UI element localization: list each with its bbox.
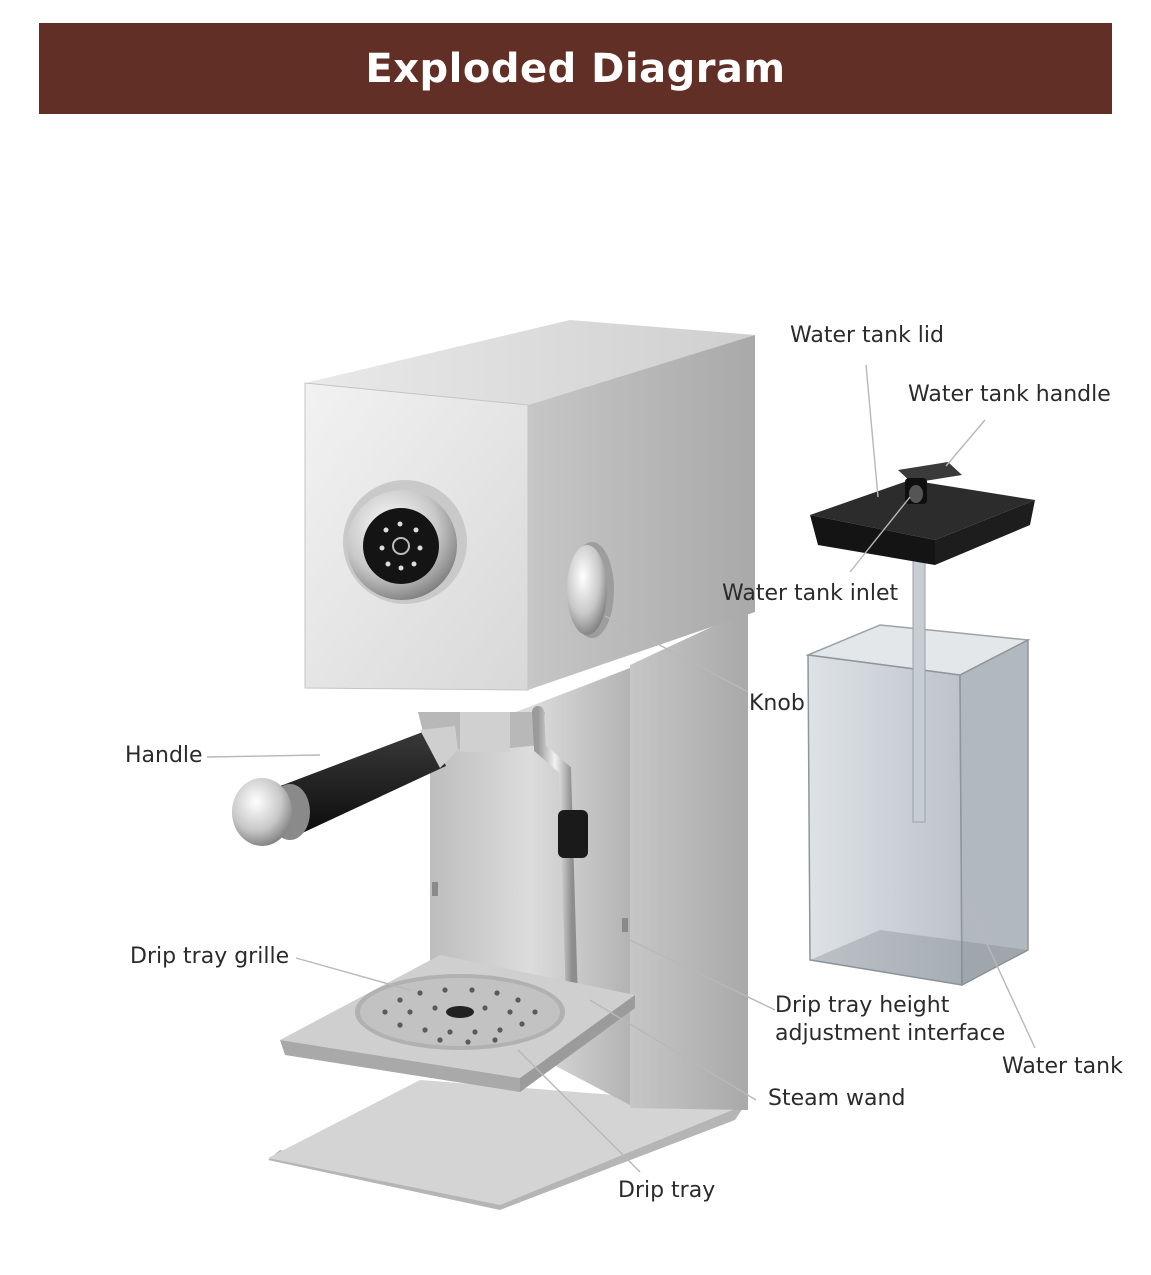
housing-top	[305, 320, 755, 405]
label-handle: Handle	[125, 743, 203, 768]
espresso-machine	[232, 320, 755, 1210]
label-drip-tray: Drip tray	[618, 1178, 716, 1203]
water-tank-lid-handle	[898, 462, 962, 483]
leader-steam-wand	[589, 999, 757, 1101]
leader-lines	[206, 364, 1036, 1173]
water-tank-assembly	[805, 462, 1035, 987]
leader-water-tank	[967, 902, 1036, 1049]
leader-water-tank-handle	[945, 419, 986, 467]
water-tank-lid-side	[935, 500, 1035, 565]
header-banner: Exploded Diagram	[39, 23, 1112, 114]
label-drip-tray-height: Drip tray height adjustment interface	[775, 992, 1035, 1048]
label-water-tank-handle: Water tank handle	[908, 382, 1111, 407]
water-tank-side	[959, 638, 1029, 987]
height-slot	[432, 882, 438, 896]
label-drip-tray-height-line2: adjustment interface	[775, 1021, 1006, 1046]
water-tank-lid-top	[810, 480, 1035, 540]
leader-water-tank-inlet	[849, 496, 911, 573]
label-water-tank: Water tank	[1002, 1054, 1123, 1079]
base-plate-top	[268, 1080, 745, 1205]
leader-handle	[206, 754, 321, 758]
back-column	[630, 610, 748, 1110]
drip-tray-grille	[355, 974, 565, 1050]
knob	[567, 542, 614, 638]
leader-drip-tray	[517, 1049, 641, 1173]
leader-drip-tray-height	[629, 939, 776, 1011]
water-tank-lid-front	[810, 515, 935, 565]
label-knob: Knob	[749, 691, 805, 716]
portafilter-handle	[232, 726, 458, 846]
control-panel	[343, 480, 467, 604]
base-plate	[268, 1105, 745, 1210]
label-water-tank-inlet: Water tank inlet	[722, 581, 899, 606]
label-steam-wand: Steam wand	[768, 1086, 906, 1111]
label-water-tank-lid: Water tank lid	[790, 323, 944, 348]
height-slot	[622, 918, 628, 932]
water-tank-tube	[912, 559, 926, 823]
page-title: Exploded Diagram	[365, 45, 786, 92]
label-drip-tray-grille: Drip tray grille	[130, 944, 290, 969]
label-drip-tray-height-line1: Drip tray height	[775, 993, 950, 1018]
leader-knob	[604, 615, 749, 693]
leader-drip-tray-grille	[295, 957, 411, 991]
leader-water-tank-lid	[865, 364, 879, 498]
water-tank-bottom	[810, 930, 1028, 985]
